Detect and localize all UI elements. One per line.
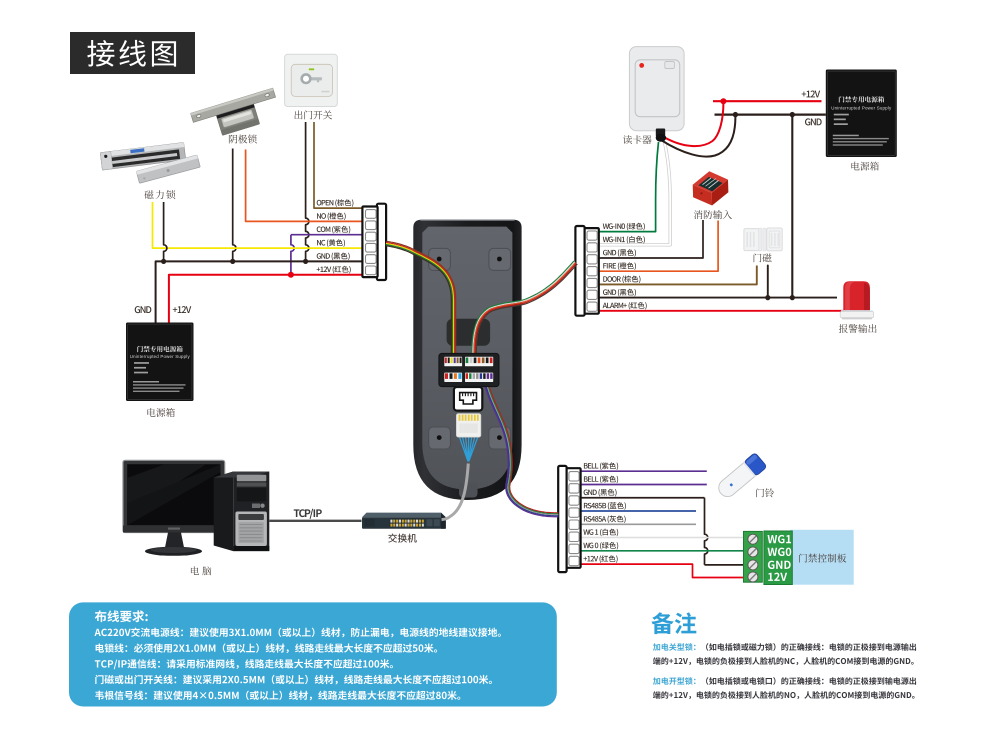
svg-text:Uninterrupted Power Supply: Uninterrupted Power Supply xyxy=(130,354,191,359)
svg-text:Uninterrupted Power Supply: Uninterrupted Power Supply xyxy=(831,105,892,110)
